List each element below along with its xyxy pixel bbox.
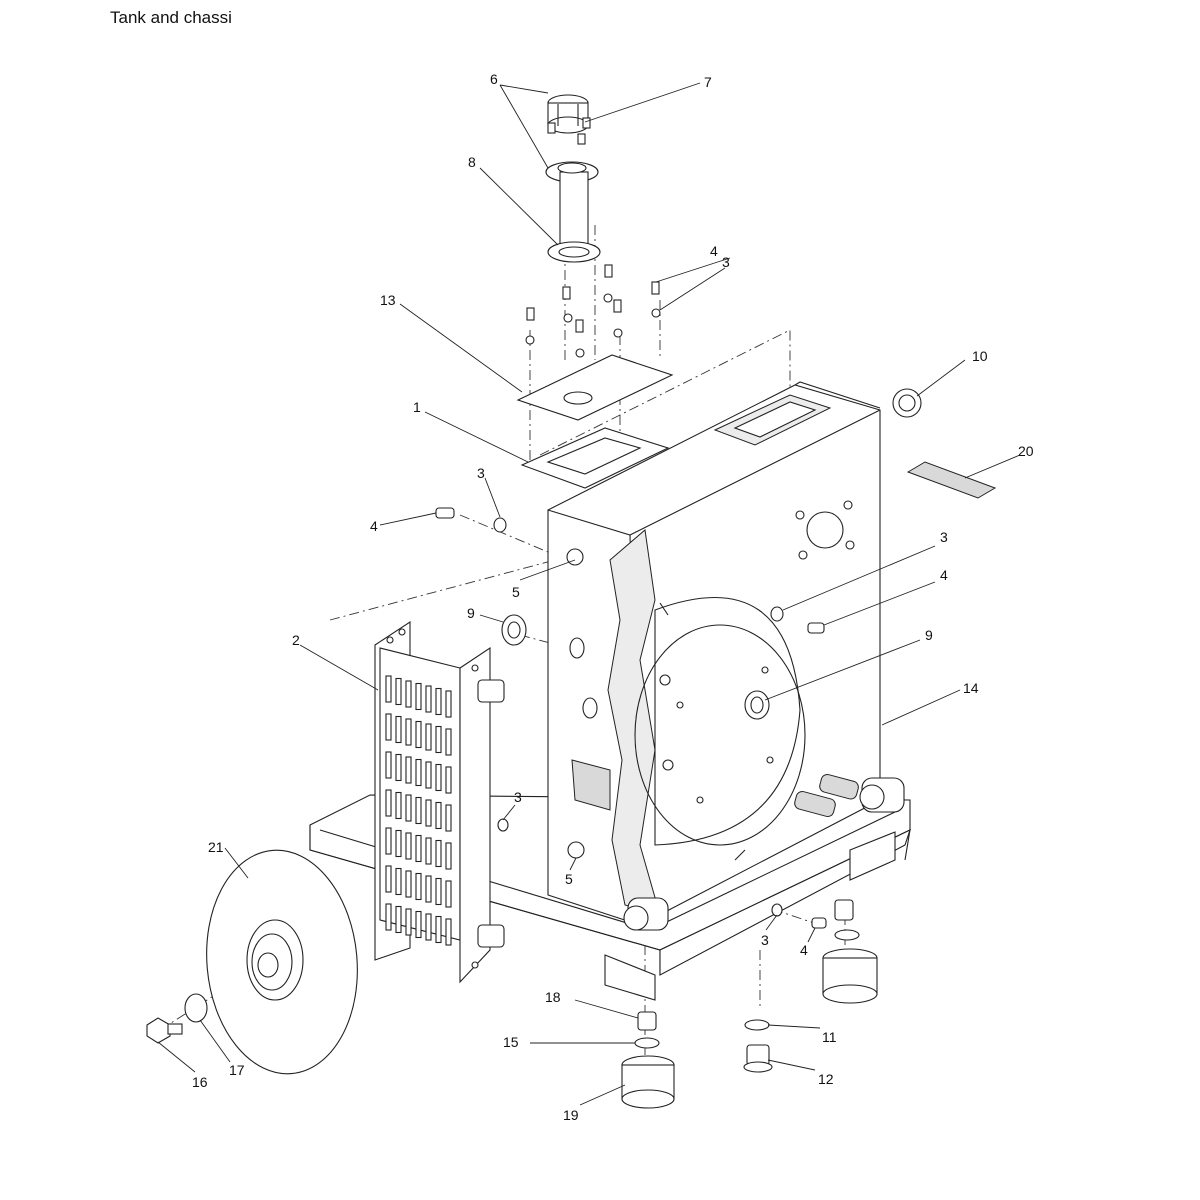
callout-16: 16	[192, 1074, 208, 1090]
grille-slot	[425, 761, 432, 789]
callout-11: 11	[822, 1029, 837, 1045]
grille-slot	[385, 789, 392, 817]
grille-slot	[385, 865, 392, 893]
filler-assembly	[516, 94, 674, 489]
callout-10: 10	[972, 348, 988, 364]
callout-19: 19	[563, 1107, 579, 1123]
grille-slot	[395, 791, 402, 820]
grille-slot	[445, 918, 452, 946]
grille-slot	[445, 804, 452, 832]
grille-slot	[415, 834, 422, 863]
grille-slot	[425, 837, 432, 865]
callout-4-top: 4	[710, 243, 718, 259]
grille-slot	[445, 728, 452, 756]
grille-slot	[405, 832, 412, 860]
grille-slot	[395, 829, 402, 858]
callout-7: 7	[704, 74, 712, 90]
grille-slot	[385, 903, 392, 931]
grille-slot	[405, 680, 412, 708]
grille-slot	[425, 799, 432, 827]
callout-4-right: 4	[940, 567, 948, 583]
grille-slot	[405, 756, 412, 784]
callout-5-bottom: 5	[565, 871, 573, 887]
grille-slot	[395, 677, 402, 706]
callout-6: 6	[490, 71, 498, 87]
callout-15: 15	[503, 1034, 519, 1050]
callout-3-left: 3	[477, 465, 485, 481]
grille-slot	[415, 720, 422, 749]
callout-12: 12	[818, 1071, 834, 1087]
grille-slot	[425, 875, 432, 903]
callout-21: 21	[208, 839, 224, 855]
radiator-grille	[374, 620, 505, 984]
grille-slot	[415, 910, 422, 939]
diagram-title: Tank and chassi	[110, 8, 232, 27]
callout-4-bottom: 4	[800, 942, 808, 958]
grille-slot	[445, 766, 452, 794]
grille-slot	[415, 796, 422, 825]
grille-slot	[395, 753, 402, 782]
callout-13: 13	[380, 292, 396, 308]
callout-3-mid: 3	[514, 789, 522, 805]
callout-4-left: 4	[370, 518, 378, 534]
grille-slot	[395, 715, 402, 744]
grille-slot	[385, 827, 392, 855]
callout-9-center: 9	[925, 627, 933, 643]
grille-slot	[405, 794, 412, 822]
grille-slot	[435, 877, 442, 906]
grille-slot	[435, 915, 442, 944]
grille-slot	[435, 725, 442, 754]
grille-slot	[395, 905, 402, 934]
callout-9-left: 9	[467, 605, 475, 621]
callout-8: 8	[468, 154, 476, 170]
grille-slot	[405, 870, 412, 898]
callout-20: 20	[1018, 443, 1034, 459]
callout-3-top: 3	[722, 254, 730, 270]
grille-slot	[405, 908, 412, 936]
grille-slot	[445, 842, 452, 870]
grille-slot	[415, 758, 422, 787]
grille-slot	[425, 685, 432, 713]
grille-slot	[435, 687, 442, 716]
grille-slot	[385, 675, 392, 703]
leader-lines	[157, 82, 1021, 1106]
grille-slot	[415, 872, 422, 901]
grille-slot	[415, 682, 422, 711]
callout-1: 1	[413, 399, 421, 415]
callout-18: 18	[545, 989, 561, 1005]
callout-14: 14	[963, 680, 979, 696]
grille-slot	[385, 713, 392, 741]
grille-slot	[445, 880, 452, 908]
callout-5-top: 5	[512, 584, 520, 600]
loose-parts	[146, 388, 997, 1109]
callout-3-bottom: 3	[761, 932, 769, 948]
grille-slot	[435, 801, 442, 830]
grille-slot	[435, 839, 442, 868]
callout-2: 2	[292, 632, 300, 648]
grille-slot	[435, 763, 442, 792]
grille-slot	[445, 690, 452, 718]
callout-3-right: 3	[940, 529, 948, 545]
grille-slot	[385, 751, 392, 779]
grille-slot	[405, 718, 412, 746]
callout-labels: 6 7 8 4 3 13 1 10 20 3 4 3 5 4 9 9 2 14 …	[192, 71, 1034, 1123]
tank-body	[547, 381, 905, 931]
grille-slot	[425, 723, 432, 751]
callout-17: 17	[229, 1062, 245, 1078]
grille-slot	[395, 867, 402, 896]
grille-slot	[425, 913, 432, 941]
